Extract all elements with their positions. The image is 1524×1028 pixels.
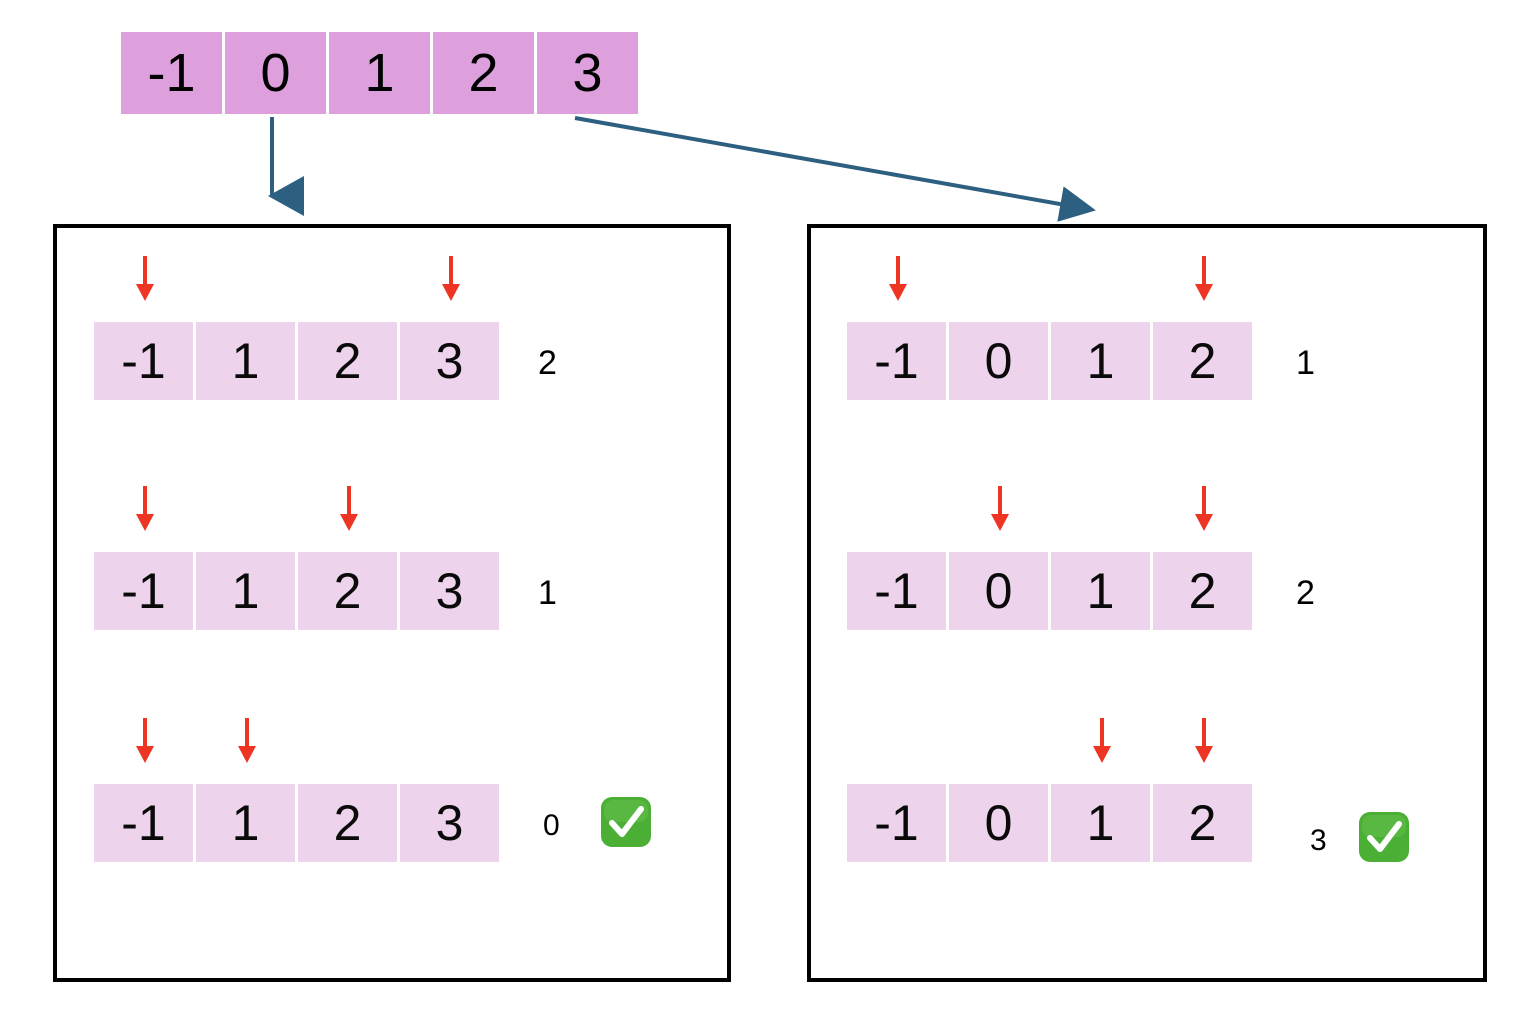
source-array-cell: 2 <box>433 32 534 114</box>
right-step-3-result: 3 <box>1310 824 1327 857</box>
source-array: -1 0 1 2 3 <box>121 32 638 114</box>
pointer-arrow-icon <box>1195 256 1213 301</box>
source-array-cell: 0 <box>225 32 326 114</box>
source-array-cell: -1 <box>121 32 222 114</box>
array-cell: 3 <box>400 322 499 400</box>
array-cell: 2 <box>298 322 397 400</box>
pointer-arrow-icon <box>991 486 1009 531</box>
array-cell: 3 <box>400 552 499 630</box>
pointer-arrow-icon <box>340 486 358 531</box>
array-cell: 0 <box>949 784 1048 862</box>
array-cell: 1 <box>196 784 295 862</box>
right-panel: -1 0 1 2 1 -1 0 1 2 2 <box>807 224 1487 982</box>
pointer-arrow-icon <box>136 486 154 531</box>
left-step-1-array: -1 1 2 3 <box>94 322 499 400</box>
right-step-1-array: -1 0 1 2 <box>847 322 1252 400</box>
array-cell: -1 <box>94 784 193 862</box>
source-array-cell: 1 <box>329 32 430 114</box>
pointer-arrow-icon <box>1093 718 1111 763</box>
green-check-icon <box>601 797 651 847</box>
array-cell: 2 <box>298 552 397 630</box>
pointer-arrow-icon <box>889 256 907 301</box>
right-step-3-array: -1 0 1 2 <box>847 784 1252 862</box>
pointer-arrow-icon <box>238 718 256 763</box>
left-step-2-array: -1 1 2 3 <box>94 552 499 630</box>
array-cell: 1 <box>1051 784 1150 862</box>
source-array-cell: 3 <box>537 32 638 114</box>
left-step-1-result: 2 <box>538 344 557 382</box>
array-cell: -1 <box>94 322 193 400</box>
left-step-2-result: 1 <box>538 574 557 612</box>
array-cell: -1 <box>847 322 946 400</box>
array-cell: 2 <box>1153 322 1252 400</box>
array-cell: -1 <box>847 784 946 862</box>
array-cell: -1 <box>847 552 946 630</box>
array-cell: 1 <box>196 322 295 400</box>
pointer-arrow-icon <box>1195 718 1213 763</box>
array-cell: 1 <box>1051 552 1150 630</box>
connector-to-right-panel-icon <box>574 116 1096 222</box>
right-step-2-array: -1 0 1 2 <box>847 552 1252 630</box>
array-cell: 0 <box>949 322 1048 400</box>
array-cell: 0 <box>949 552 1048 630</box>
left-step-3-array: -1 1 2 3 <box>94 784 499 862</box>
pointer-arrow-icon <box>442 256 460 301</box>
pointer-arrow-icon <box>136 718 154 763</box>
array-cell: -1 <box>94 552 193 630</box>
array-cell: 1 <box>1051 322 1150 400</box>
array-cell: 2 <box>298 784 397 862</box>
left-step-3-result: 0 <box>543 809 560 842</box>
right-step-1-result: 1 <box>1296 344 1315 382</box>
array-cell: 3 <box>400 784 499 862</box>
left-panel: -1 1 2 3 2 -1 1 2 3 1 <box>53 224 731 982</box>
array-cell: 2 <box>1153 552 1252 630</box>
pointer-arrow-icon <box>136 256 154 301</box>
pointer-arrow-icon <box>1195 486 1213 531</box>
array-cell: 1 <box>196 552 295 630</box>
array-cell: 2 <box>1153 784 1252 862</box>
green-check-icon <box>1359 812 1409 862</box>
right-step-2-result: 2 <box>1296 574 1315 612</box>
